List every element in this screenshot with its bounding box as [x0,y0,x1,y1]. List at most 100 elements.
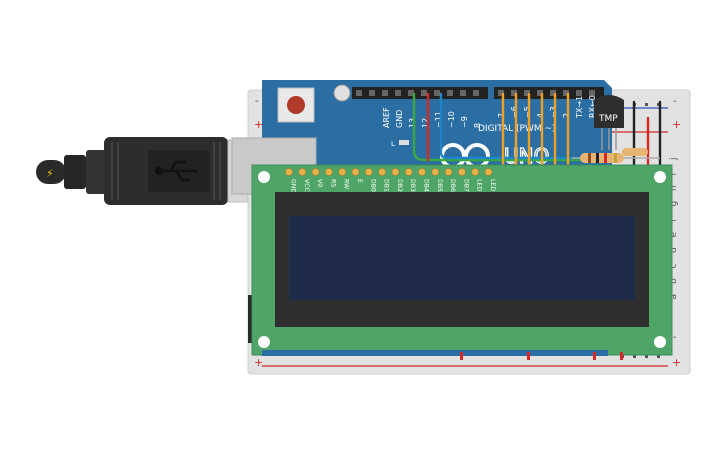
header-pin[interactable] [421,90,427,96]
header-pin-label: RX←0 [588,95,597,118]
top-plus-label-right: + [672,118,681,131]
lcd-pin[interactable] [324,168,333,176]
tmp-sensor-label: TMP [598,114,618,124]
row-letter: b [669,278,679,284]
lcd-pin[interactable] [285,168,293,176]
top-minus-label-right: - [673,96,677,107]
lcd-screen [289,216,635,300]
lcd-pin[interactable] [391,168,400,176]
header-pin[interactable] [473,90,479,96]
lcd-pin-label: E [356,179,363,183]
lcd-pin-label: LED [489,179,496,191]
usb-cable[interactable]: ⚡ [36,137,249,205]
header-pin-label: ~6 [510,106,519,118]
header-pin[interactable] [434,90,440,96]
wire-blue[interactable] [439,92,612,160]
lcd-pin-label: RS [329,179,336,187]
lcd-pin[interactable] [484,168,493,176]
header-pin-label: 4 [536,113,545,118]
lcd-pin-label: GND [290,179,297,193]
header-pin[interactable] [524,90,530,96]
lcd-pin[interactable] [444,168,453,176]
header-pin[interactable] [408,90,414,96]
row-letter: j [669,157,679,161]
lcd-pin[interactable] [378,168,386,176]
lcd-mount-hole-tr [654,171,666,183]
header-pin-label: 7 [497,113,506,118]
header-pin[interactable] [589,90,595,96]
header-pin[interactable] [563,90,569,96]
row-letter: i [669,173,679,176]
row-letter: a [669,294,679,300]
header-pin[interactable] [550,90,556,96]
lcd-pin-label: LED [476,179,483,191]
lcd-pin[interactable] [471,168,480,176]
row-letter: f [669,218,679,222]
led-l [399,140,409,145]
header-pin[interactable] [395,90,401,96]
header-pin-label: 13 [408,118,417,128]
bottom-plus-label-right: + [672,356,681,369]
lcd-pin-label: DB0 [369,179,376,192]
lcd-pin-label: DB6 [449,179,456,192]
resistor-body [580,153,624,163]
lcd-pin[interactable] [364,168,373,176]
header-pin[interactable] [356,90,362,96]
lcd-pin-label: DB2 [396,179,403,192]
arduino-board [262,80,612,170]
header-pin-label: GND [395,110,404,128]
lcd-pin-label: DB4 [423,179,430,192]
temperature-sensor[interactable]: TMP [594,95,624,150]
resistor[interactable] [572,148,660,163]
reset-button[interactable] [287,96,305,114]
header-pin[interactable] [537,90,543,96]
header-pin[interactable] [576,90,582,96]
lcd-pin[interactable] [351,168,360,176]
header-pin[interactable] [382,90,388,96]
header-pin[interactable] [460,90,466,96]
row-letter: g [669,201,679,207]
lcd-pin[interactable] [404,168,413,176]
header-pin-label: AREF [382,107,391,128]
header-pins [356,90,595,96]
wire-green[interactable] [412,92,602,162]
lcd-pin-label: DB1 [383,179,390,192]
arduino-bottom-edge [262,350,608,356]
top-minus-label: - [255,96,259,107]
lcd-pin[interactable] [431,168,440,176]
lcd-mount-hole-bl [258,336,270,348]
usb-icon [154,160,198,182]
header-pin[interactable] [369,90,375,96]
lcd-pin-label: DB7 [462,179,469,192]
header-pin-label: 12 [421,118,430,128]
tmp-sensor-body [594,95,624,128]
led-l-label: L [391,140,395,148]
usb-cable-end [36,160,66,184]
mounting-hole [333,84,351,102]
lcd-pin[interactable] [311,168,320,176]
wires[interactable] [412,92,662,170]
row-letter: c [669,264,679,269]
header-pin-label: ~5 [523,106,532,118]
usb-strain-relief-1 [64,155,86,189]
header-pin-label: ~9 [460,116,469,128]
lcd-pin-label: DB5 [436,179,443,192]
lcd-pin[interactable] [338,168,347,176]
header-pin[interactable] [447,90,453,96]
header-pin[interactable] [511,90,517,96]
power-bolt-icon: ⚡ [46,167,54,180]
lcd-pin[interactable] [418,168,426,176]
lcd-pin[interactable] [298,168,307,176]
bottom-plus-label: + [254,356,263,369]
row-letter: h [669,185,679,191]
lcd-pin[interactable] [457,168,466,176]
header-pin-label: ~3 [549,106,558,118]
header-pin[interactable] [498,90,504,96]
resistor-body-2 [622,148,648,156]
header-pin-label: ~11 [434,111,443,128]
